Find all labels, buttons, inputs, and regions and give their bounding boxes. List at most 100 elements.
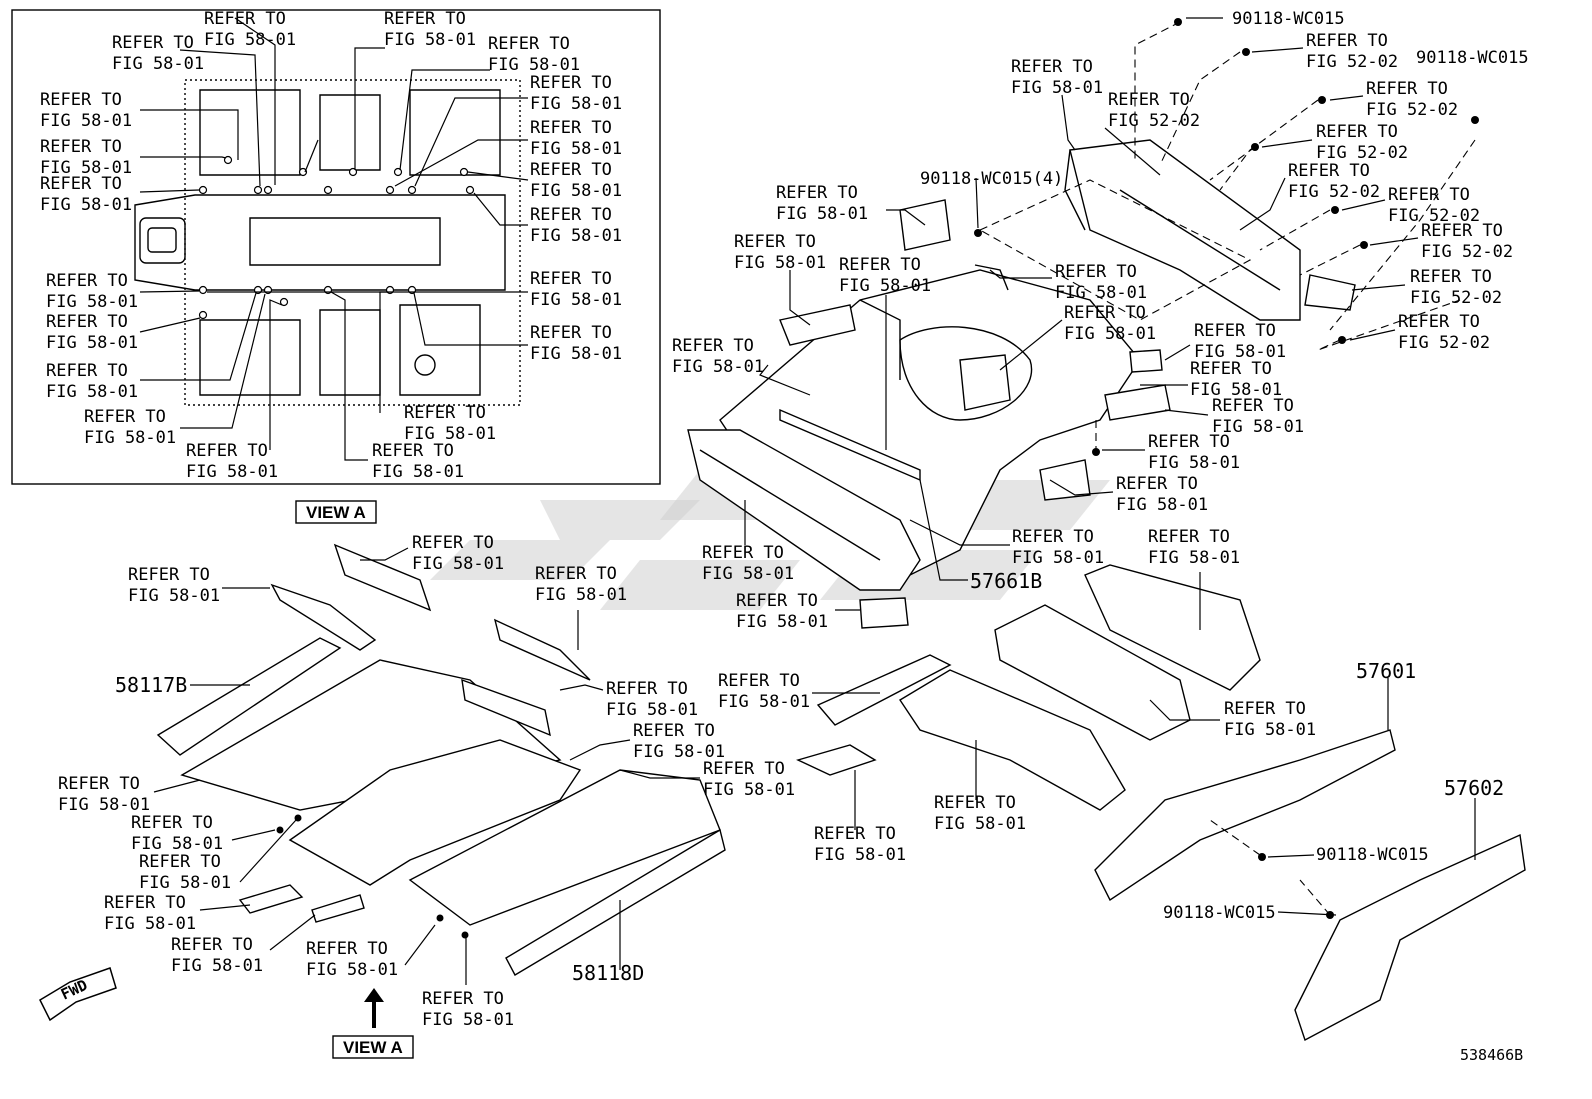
svg-text:FIG 58-01: FIG 58-01 bbox=[306, 960, 398, 980]
svg-text:REFER TO: REFER TO bbox=[422, 989, 504, 1009]
svg-text:REFER TO: REFER TO bbox=[776, 183, 858, 203]
svg-text:FIG 58-01: FIG 58-01 bbox=[1190, 380, 1282, 400]
svg-text:FIG 58-01: FIG 58-01 bbox=[40, 195, 132, 215]
svg-text:REFER TO: REFER TO bbox=[734, 232, 816, 252]
svg-text:REFER TO: REFER TO bbox=[814, 824, 896, 844]
svg-text:REFER TO: REFER TO bbox=[530, 73, 612, 93]
svg-text:REFER TO: REFER TO bbox=[530, 269, 612, 289]
bolt-label-qty4: 90118-WC015(4) bbox=[920, 169, 1063, 189]
svg-text:FIG 58-01: FIG 58-01 bbox=[530, 290, 622, 310]
svg-text:REFER TO: REFER TO bbox=[1012, 527, 1094, 547]
svg-text:REFER TO: REFER TO bbox=[171, 935, 253, 955]
svg-text:FIG 58-01: FIG 58-01 bbox=[104, 914, 196, 934]
svg-text:FIG 58-01: FIG 58-01 bbox=[734, 253, 826, 273]
svg-text:REFER TO: REFER TO bbox=[1212, 396, 1294, 416]
rear-side-member-57602 bbox=[1294, 833, 1526, 1042]
svg-text:REFER TO: REFER TO bbox=[1116, 474, 1198, 494]
inset-points bbox=[198, 155, 475, 320]
floor-side-rail bbox=[816, 654, 952, 726]
bolt-icon bbox=[974, 229, 982, 237]
inset-floor-outline bbox=[134, 79, 521, 406]
svg-text:REFER TO: REFER TO bbox=[306, 939, 388, 959]
svg-text:FIG 58-01: FIG 58-01 bbox=[84, 428, 176, 448]
bolt-icon bbox=[1471, 116, 1479, 124]
svg-text:FIG 58-01: FIG 58-01 bbox=[702, 564, 794, 584]
part-number-58118D: 58118D bbox=[572, 961, 644, 985]
svg-text:FIG 58-01: FIG 58-01 bbox=[46, 382, 138, 402]
svg-text:REFER TO: REFER TO bbox=[718, 671, 800, 691]
svg-text:REFER TO: REFER TO bbox=[672, 336, 754, 356]
bolt-label: 90118-WC015 bbox=[1163, 903, 1276, 923]
svg-text:REFER TO: REFER TO bbox=[1306, 31, 1388, 51]
svg-text:FIG 58-01: FIG 58-01 bbox=[530, 94, 622, 114]
svg-text:REFER TO: REFER TO bbox=[112, 33, 194, 53]
svg-text:FIG 58-01: FIG 58-01 bbox=[171, 956, 263, 976]
rear-side-member-57601 bbox=[1094, 729, 1396, 902]
svg-text:FIG 58-01: FIG 58-01 bbox=[1055, 283, 1147, 303]
svg-text:FIG 58-01: FIG 58-01 bbox=[46, 333, 138, 353]
svg-text:FIG 58-01: FIG 58-01 bbox=[1194, 342, 1286, 362]
bolt-icon bbox=[1242, 48, 1250, 56]
svg-text:FIG 52-02: FIG 52-02 bbox=[1306, 52, 1398, 72]
svg-text:FIG 58-01: FIG 58-01 bbox=[139, 873, 231, 893]
svg-text:FIG 58-01: FIG 58-01 bbox=[204, 30, 296, 50]
svg-text:FIG 52-02: FIG 52-02 bbox=[1410, 288, 1502, 308]
part-number-57661B: 57661B bbox=[970, 569, 1042, 593]
svg-text:REFER TO: REFER TO bbox=[40, 90, 122, 110]
fwd-arrow: FWD bbox=[39, 967, 117, 1022]
svg-text:FIG 58-01: FIG 58-01 bbox=[672, 357, 764, 377]
rear-floor-pan-right bbox=[408, 769, 721, 926]
svg-text:FIG 58-01: FIG 58-01 bbox=[128, 586, 220, 606]
svg-text:FIG 58-01: FIG 58-01 bbox=[535, 585, 627, 605]
svg-text:FIG 58-01: FIG 58-01 bbox=[58, 795, 150, 815]
svg-text:REFER TO: REFER TO bbox=[84, 407, 166, 427]
bolt-icon bbox=[276, 826, 284, 834]
svg-text:FIG 58-01: FIG 58-01 bbox=[40, 111, 132, 131]
svg-text:REFER TO: REFER TO bbox=[736, 591, 818, 611]
part-number-58117B: 58117B bbox=[115, 673, 187, 697]
view-a-top-tag: VIEW A bbox=[295, 500, 377, 524]
svg-text:FIG 58-01: FIG 58-01 bbox=[1148, 453, 1240, 473]
svg-text:REFER TO: REFER TO bbox=[46, 361, 128, 381]
svg-text:FIG 52-02: FIG 52-02 bbox=[1366, 100, 1458, 120]
svg-text:REFER TO: REFER TO bbox=[46, 271, 128, 291]
bolt-icon bbox=[1318, 96, 1326, 104]
svg-text:FIG 52-02: FIG 52-02 bbox=[1388, 206, 1480, 226]
svg-text:REFER TO: REFER TO bbox=[530, 205, 612, 225]
svg-text:REFER TO: REFER TO bbox=[58, 774, 140, 794]
svg-text:REFER TO: REFER TO bbox=[934, 793, 1016, 813]
svg-text:REFER TO: REFER TO bbox=[404, 403, 486, 423]
svg-text:REFER TO: REFER TO bbox=[530, 323, 612, 343]
svg-text:FIG 52-02: FIG 52-02 bbox=[1108, 111, 1200, 131]
svg-text:REFER TO: REFER TO bbox=[128, 565, 210, 585]
svg-text:FIG 58-01: FIG 58-01 bbox=[1148, 548, 1240, 568]
svg-text:FIG 58-01: FIG 58-01 bbox=[422, 1010, 514, 1030]
